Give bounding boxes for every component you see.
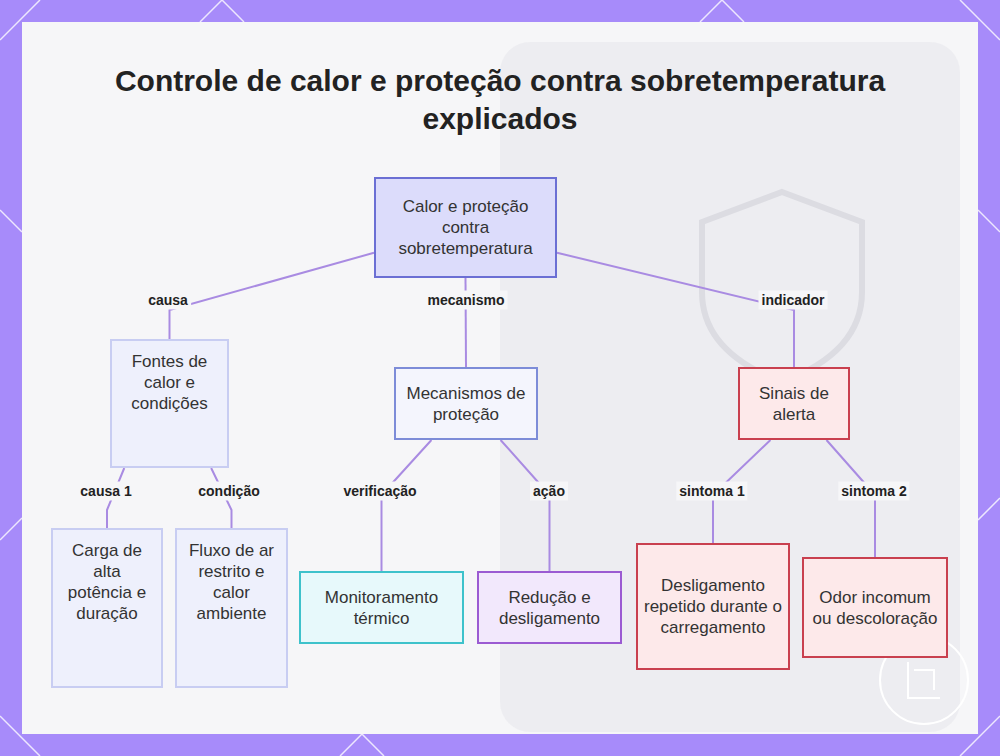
- edge-label: verificação: [340, 482, 419, 501]
- cause-box: Carga de alta potência e duração: [51, 528, 163, 688]
- node-text: Redução e desligamento: [485, 587, 614, 629]
- edge-label: ação: [530, 482, 568, 501]
- node-text: Fontes de calor e condições: [118, 351, 221, 414]
- diagram-title: Controle de calor e proteção contra sobr…: [100, 62, 900, 138]
- connector-line: [557, 253, 794, 367]
- edge-label: causa: [145, 291, 191, 310]
- node-text: Fluxo de ar restrito e calor ambiente: [183, 540, 280, 624]
- symptom-box: Odor incomum ou descoloração: [802, 557, 948, 658]
- node-text: Monitoramento térmico: [307, 587, 456, 629]
- node-text: Odor incomum ou descoloração: [810, 587, 940, 629]
- node-text: Sinais de alerta: [746, 383, 842, 425]
- category-box: Fontes de calor e condições: [110, 339, 229, 468]
- connector-line: [382, 440, 432, 571]
- node-text: Calor e proteção contra sobretemperatura: [382, 196, 549, 259]
- symptom-box: Desligamento repetido durante o carregam…: [636, 543, 790, 670]
- category-box: Mecanismos de proteção: [394, 367, 538, 440]
- check-box: Monitoramento térmico: [299, 571, 464, 644]
- edge-label: condição: [195, 482, 262, 501]
- node-text: Carga de alta potência e duração: [59, 540, 155, 624]
- node-text: Desligamento repetido durante o carregam…: [644, 575, 782, 638]
- node-text: Mecanismos de proteção: [402, 383, 530, 425]
- connector-line: [501, 440, 550, 571]
- edge-label: mecanismo: [424, 291, 507, 310]
- edge-label: indicador: [758, 291, 827, 310]
- connector-line: [170, 253, 375, 339]
- edge-label: sintoma 1: [676, 482, 747, 501]
- edge-label: sintoma 2: [838, 482, 909, 501]
- warning-box: Sinais de alerta: [738, 367, 850, 440]
- edge-label: causa 1: [77, 482, 134, 501]
- action-box: Redução e desligamento: [477, 571, 622, 644]
- condition-box: Fluxo de ar restrito e calor ambiente: [175, 528, 288, 688]
- root-box: Calor e proteção contra sobretemperatura: [374, 177, 557, 278]
